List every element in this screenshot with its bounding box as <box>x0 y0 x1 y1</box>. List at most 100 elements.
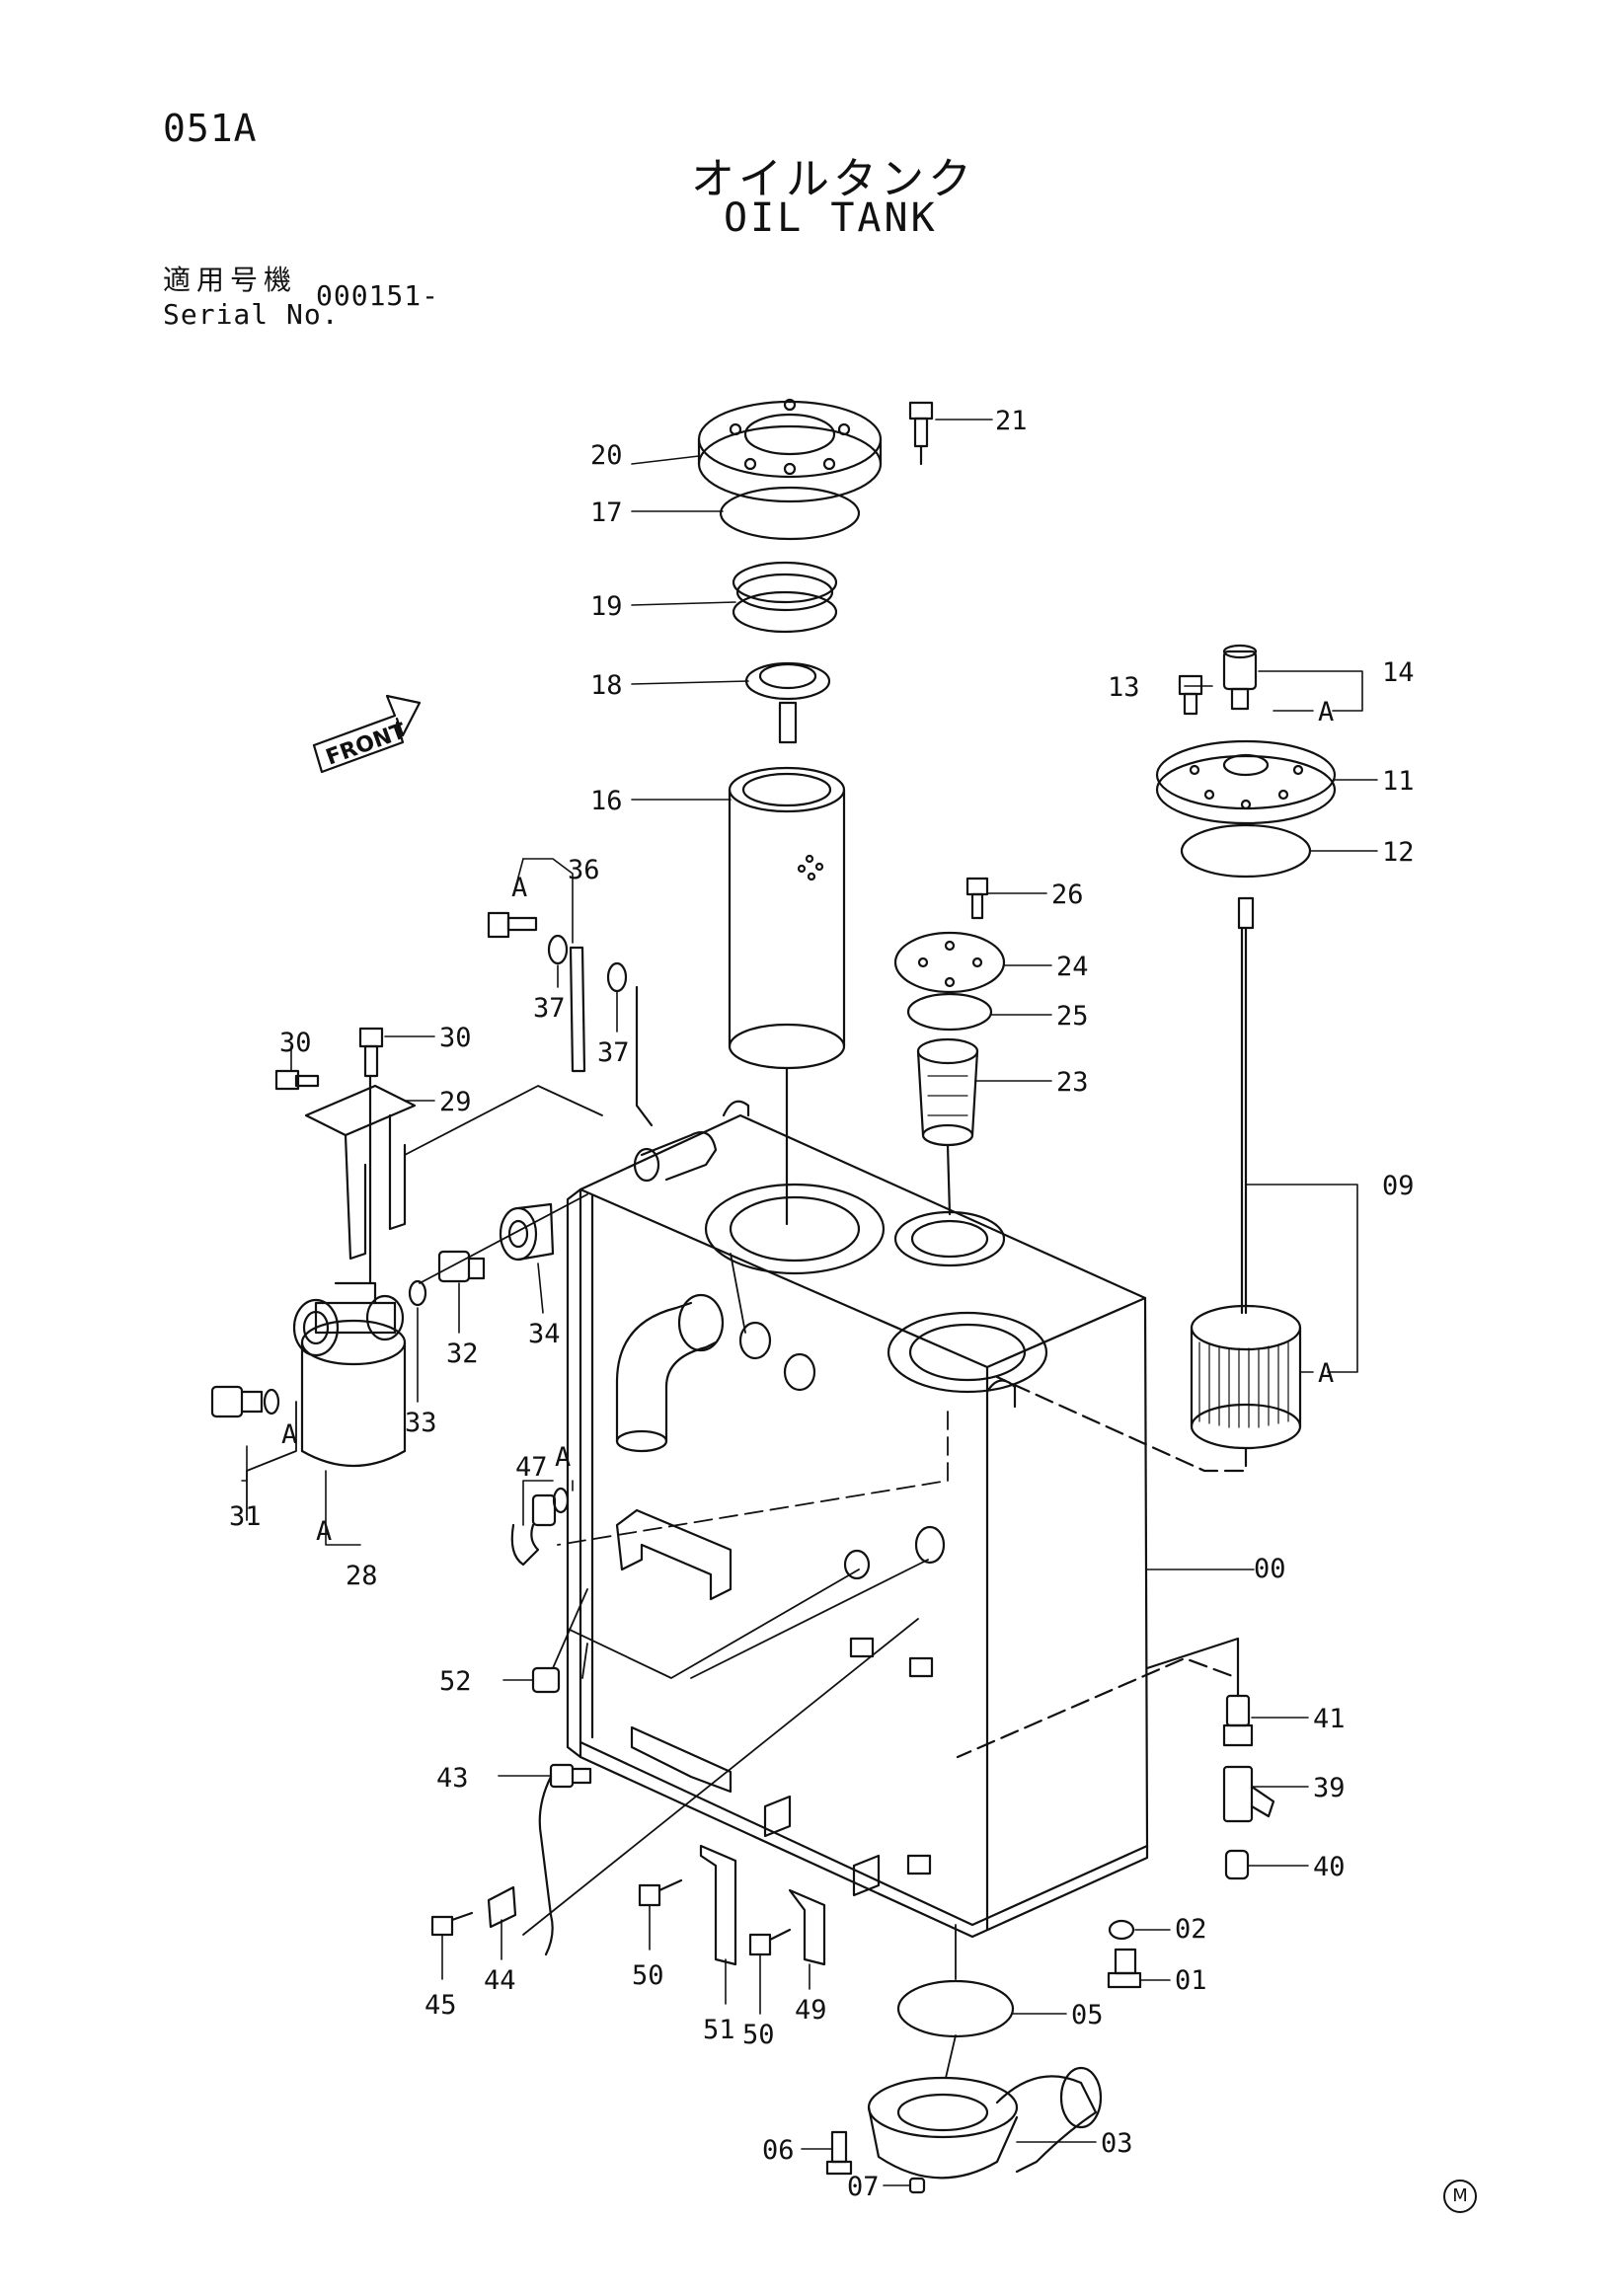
strainer-23 <box>916 1037 979 1147</box>
sensor-43 <box>538 1763 592 1956</box>
part-label-18: 18 <box>590 670 623 701</box>
front-arrow-icon: FRONT <box>312 694 422 774</box>
part-label-13: 13 <box>1108 672 1140 703</box>
part-label-31: 31 <box>229 1501 262 1532</box>
part-label-09: 09 <box>1382 1171 1415 1201</box>
part-label-23: 23 <box>1056 1067 1089 1098</box>
part-label-11: 11 <box>1382 766 1415 797</box>
part-label-39: 39 <box>1313 1773 1346 1803</box>
part-label-28: 28 <box>346 1561 378 1591</box>
strainer-leader <box>995 1375 1248 1473</box>
bracket-29 <box>304 1084 417 1261</box>
o-rings-19 <box>732 561 838 634</box>
serial-label-japanese: 適用号機 <box>163 264 298 296</box>
strainer-23-leader <box>946 1143 952 1216</box>
part-number-labels: 00 01 02 03 05 06 07 09 11 12 13 14 16 1… <box>229 406 1415 2202</box>
part-label-00: 00 <box>1254 1554 1286 1584</box>
bolt-45 <box>430 1911 474 1937</box>
bolt-36 <box>487 911 538 939</box>
part-label-52: 52 <box>439 1666 472 1697</box>
tank-handle <box>615 1508 733 1601</box>
part-label-40: 40 <box>1313 1852 1346 1882</box>
bolt-01 <box>1107 1948 1142 1989</box>
tank-bosses <box>738 1321 946 1580</box>
part-label-50-right: 50 <box>742 2020 775 2050</box>
drain-leader-2 <box>1145 1637 1240 1680</box>
ref-a-14: A <box>1318 697 1334 727</box>
breather-14 <box>1222 644 1258 711</box>
washer-02 <box>1108 1919 1135 1941</box>
part-label-02: 02 <box>1175 1914 1207 1945</box>
part-label-26: 26 <box>1051 880 1084 910</box>
bolt-21 <box>908 401 934 466</box>
gasket-25 <box>906 992 993 1032</box>
elbow-47 <box>510 1487 570 1567</box>
part-label-19: 19 <box>590 591 623 622</box>
part-label-01: 01 <box>1175 1965 1207 1996</box>
part-label-49: 49 <box>795 1995 827 2026</box>
o-ring-33 <box>408 1279 427 1307</box>
tank-internal-pipe <box>615 1293 725 1453</box>
part-label-06: 06 <box>762 2135 795 2166</box>
drain-leader <box>956 1656 1240 1759</box>
ref-a-09: A <box>1318 1358 1334 1389</box>
gasket-05 <box>896 1979 1015 2038</box>
part-label-33: 33 <box>405 1408 437 1438</box>
bolt-50a <box>638 1878 683 1907</box>
fitting-31 <box>210 1385 280 1418</box>
ref-a-28: A <box>316 1516 332 1547</box>
page-title-japanese: オイルタンク <box>691 154 975 204</box>
part-label-17: 17 <box>590 497 623 528</box>
part-label-37-right: 37 <box>597 1037 630 1068</box>
part-label-45: 45 <box>424 1990 457 2021</box>
ref-a-47: A <box>555 1442 571 1473</box>
washers-37 <box>547 934 628 993</box>
part-label-16: 16 <box>590 786 623 816</box>
filter-28 <box>292 1281 407 1467</box>
tank-top-ports <box>704 1100 1048 1409</box>
part-label-44: 44 <box>484 1965 516 1996</box>
gasket-17 <box>719 486 861 541</box>
tank-brackets <box>630 1637 934 1897</box>
plug-40 <box>1224 1849 1250 1880</box>
part-label-14: 14 <box>1382 657 1415 688</box>
part-label-36: 36 <box>568 855 600 885</box>
bolt-50b <box>748 1928 792 1956</box>
part-label-34: 34 <box>528 1319 561 1349</box>
part-label-24: 24 <box>1056 952 1089 982</box>
part-label-25: 25 <box>1056 1001 1089 1032</box>
bolt-30b <box>358 1027 384 1078</box>
part-label-30-right: 30 <box>439 1023 472 1053</box>
part-label-21: 21 <box>995 406 1028 436</box>
suction-elbow-03 <box>867 2066 1103 2180</box>
cover-24 <box>893 931 1006 994</box>
bolt-30a <box>274 1069 320 1091</box>
filter-valve-18 <box>744 661 831 744</box>
gasket-12 <box>1180 823 1312 879</box>
part-label-43: 43 <box>436 1763 469 1794</box>
page-code: 051A <box>163 107 258 150</box>
nut-07 <box>908 2177 926 2194</box>
hose-joint <box>633 1131 718 1183</box>
nut-52 <box>531 1666 561 1694</box>
bolt-13 <box>1178 674 1203 716</box>
drain-valve-41 <box>1222 1694 1254 1747</box>
part-label-07: 07 <box>847 2172 880 2202</box>
part-label-32: 32 <box>446 1339 479 1369</box>
cover-11 <box>1155 739 1337 825</box>
part-label-03: 03 <box>1101 2128 1133 2159</box>
suction-strainer-09 <box>1190 896 1302 1450</box>
part-label-41: 41 <box>1313 1704 1346 1734</box>
bracket-51 <box>699 1844 737 1966</box>
bolt-36-leader <box>635 985 654 1127</box>
part-label-20: 20 <box>590 440 623 471</box>
bolt-26 <box>965 877 989 920</box>
part-label-37-left: 37 <box>533 993 566 1024</box>
adapter-34 <box>499 1202 555 1262</box>
drain-cock-39 <box>1222 1765 1275 1823</box>
part-label-47: 47 <box>515 1452 548 1483</box>
fitting-32 <box>437 1250 486 1283</box>
connection-lines <box>246 1085 957 2079</box>
clip-44 <box>487 1885 517 1929</box>
